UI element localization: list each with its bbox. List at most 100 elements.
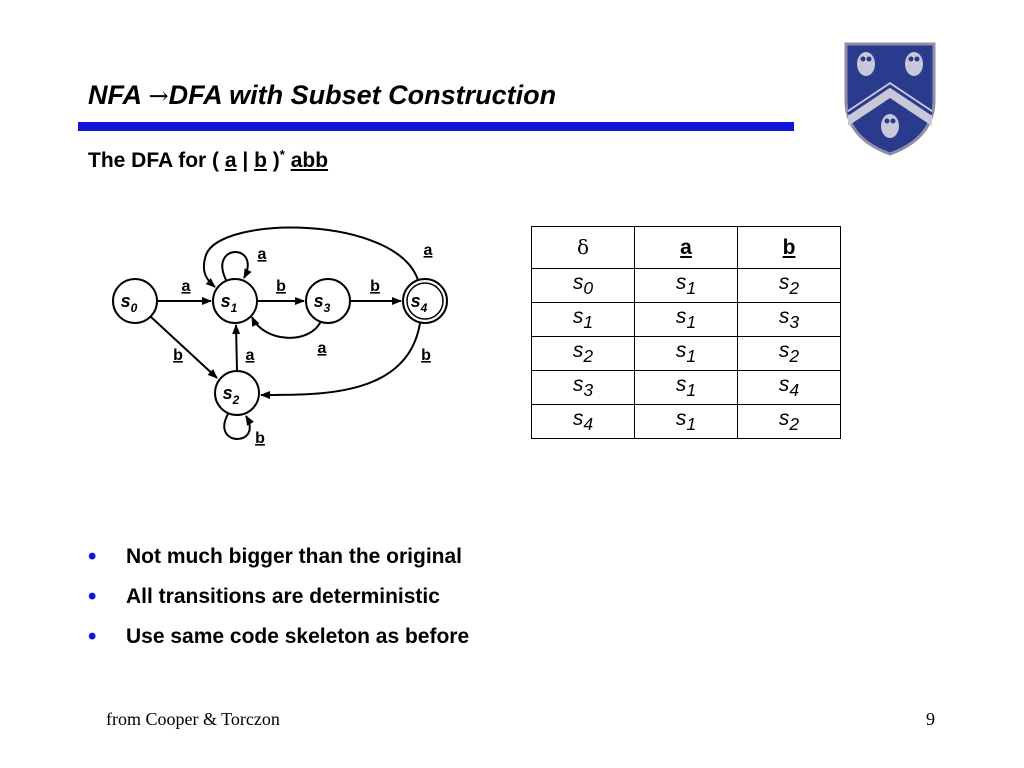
state-name-base: s — [778, 305, 790, 329]
transition-label: a — [182, 278, 191, 295]
subtitle-symbol-b: b — [254, 149, 267, 172]
right-arrow-icon: → — [148, 82, 169, 110]
state-name-subscript: 1 — [583, 312, 594, 333]
state-label-subscript: 4 — [420, 301, 428, 315]
state-label-subscript: 0 — [131, 301, 138, 315]
state-circle — [112, 278, 158, 324]
cell-on-b: s4 — [737, 370, 841, 405]
subtitle-prefix: The DFA for ( — [88, 149, 225, 172]
state-name: s1 — [675, 407, 696, 434]
state-name-base: s — [778, 339, 790, 363]
state-name: s3 — [778, 305, 799, 332]
bullet-dot-icon: • — [88, 623, 97, 650]
transition-arrow-s2-s2 — [223, 413, 254, 440]
bullet-text: Not much bigger than the original — [126, 545, 462, 568]
title-rule — [78, 122, 794, 131]
transition-label: a — [318, 340, 327, 357]
transition-label: a — [424, 242, 433, 259]
header-b-label: b — [782, 235, 796, 259]
subtitle-bar: | — [236, 149, 255, 172]
transition-arrow-s3-s1 — [251, 316, 322, 339]
cell-on-a: s1 — [634, 336, 738, 371]
state-label-base: s — [121, 291, 131, 311]
state-name-subscript: 4 — [789, 380, 800, 401]
state-name-base: s — [675, 271, 687, 295]
cell-on-b: s2 — [737, 268, 841, 303]
state-circle — [212, 278, 258, 324]
state-name-base: s — [572, 271, 584, 295]
state-name-subscript: 3 — [583, 380, 594, 401]
transition-label: b — [421, 347, 431, 364]
owl-icon — [857, 52, 875, 76]
transition-label: b — [276, 278, 286, 295]
row-state-cell: s3 — [531, 370, 635, 405]
state-name-subscript: 1 — [686, 414, 697, 435]
subtitle-close: ) — [266, 149, 280, 172]
transition-arrow-s4-s1 — [202, 226, 419, 288]
state-label: s0 — [121, 291, 138, 315]
delta-header: δ — [531, 226, 635, 269]
accepting-ring — [406, 282, 444, 320]
cell-on-b: s3 — [737, 302, 841, 337]
state-name-subscript: 2 — [583, 346, 594, 367]
transition-arrow-s1-s1 — [221, 251, 252, 281]
state-name-subscript: 3 — [789, 312, 800, 333]
state-label: s4 — [411, 291, 428, 315]
bullet-dot-icon: • — [88, 583, 97, 610]
state-name: s4 — [778, 373, 799, 400]
dfa-state-s3: s3 — [305, 278, 351, 324]
transition-label: b — [370, 278, 380, 295]
transition-label: a — [246, 347, 255, 364]
state-label: s3 — [314, 291, 331, 315]
state-name: s1 — [676, 339, 696, 366]
title-dfa: DFA — [168, 80, 222, 110]
page-number: 9 — [926, 709, 935, 729]
state-name-subscript: 2 — [789, 278, 800, 299]
header-symbol-b: b — [737, 226, 841, 269]
state-name-base: s — [572, 407, 584, 431]
state-name-base: s — [572, 305, 584, 329]
title-rest: with Subset Construction — [221, 80, 557, 110]
state-circle — [402, 278, 448, 324]
state-name-base: s — [572, 339, 584, 363]
state-label-base: s — [223, 383, 233, 403]
footer-source: from Cooper & Torczon — [106, 709, 280, 729]
row-state-cell: s4 — [531, 404, 635, 439]
dfa-state-s0: s0 — [112, 278, 158, 324]
state-name: s2 — [778, 271, 799, 298]
state-name-subscript: 1 — [686, 278, 697, 299]
state-label-subscript: 3 — [324, 301, 331, 315]
state-name: s1 — [676, 373, 696, 400]
state-name: s1 — [572, 305, 593, 332]
state-name-base: s — [675, 305, 687, 329]
dfa-state-s4: s4 — [402, 278, 448, 324]
state-name: s1 — [675, 305, 696, 332]
state-name-base: s — [572, 373, 584, 397]
state-label-subscript: 2 — [232, 393, 240, 407]
state-label-subscript: 1 — [231, 301, 238, 315]
transition-arrow-s4-s2 — [260, 322, 421, 400]
state-name: s3 — [572, 373, 593, 400]
state-name-base: s — [778, 271, 790, 295]
state-name-base: s — [675, 407, 687, 431]
header-symbol-a: a — [634, 226, 738, 269]
state-name-base: s — [778, 373, 790, 397]
state-name-subscript: 2 — [789, 346, 800, 367]
subtitle-symbol-a: a — [224, 149, 237, 172]
state-name-subscript: 1 — [686, 346, 697, 367]
bullet-item: •Not much bigger than the original — [88, 540, 469, 580]
cell-on-a: s1 — [634, 268, 738, 303]
state-name: s2 — [572, 339, 593, 366]
cell-on-a: s1 — [634, 404, 738, 439]
bullet-text: Use same code skeleton as before — [126, 625, 470, 648]
row-state-cell: s0 — [531, 268, 635, 303]
state-name-subscript: 0 — [583, 278, 594, 299]
state-label-base: s — [411, 291, 421, 311]
dfa-state-s1: s1 — [212, 278, 258, 324]
subtitle-star: * — [279, 147, 285, 162]
